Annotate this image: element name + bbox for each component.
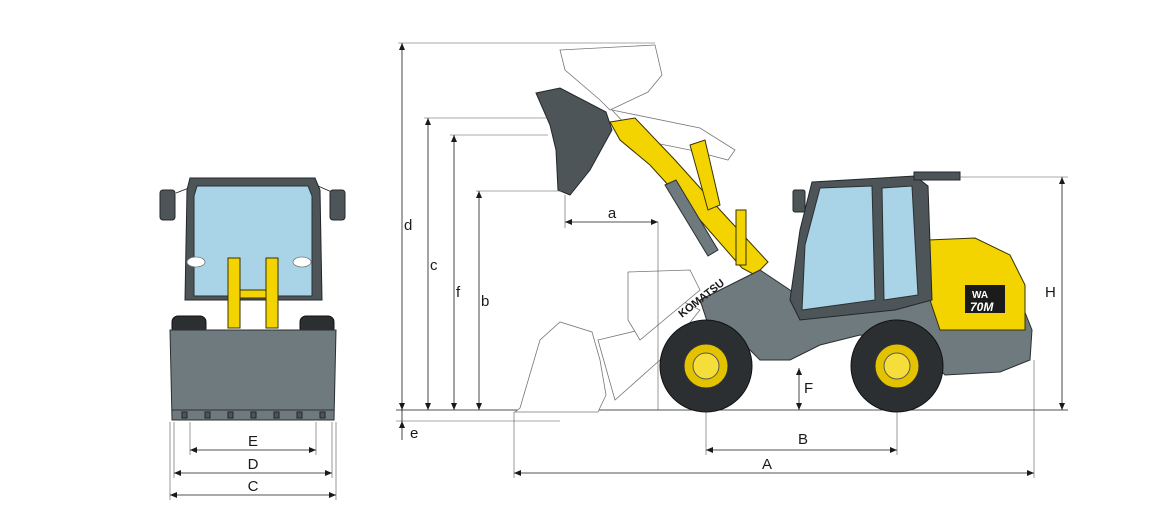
label-e: e	[410, 425, 418, 442]
lowered-bucket-ghost	[513, 269, 701, 413]
rear-wheel	[850, 319, 944, 413]
dimension-a: a	[564, 195, 659, 410]
label-c: c	[430, 257, 438, 274]
dimension-f: f	[451, 135, 461, 410]
label-A: A	[762, 456, 772, 473]
dimension-d: d	[399, 43, 412, 410]
dimension-b: b	[476, 191, 489, 410]
dimension-H: H	[1045, 177, 1065, 410]
raised-bucket	[535, 87, 613, 196]
front-bucket	[169, 329, 337, 421]
dimension-B: B	[705, 412, 898, 455]
dimension-A: A	[513, 360, 1035, 478]
label-F: F	[804, 380, 813, 397]
label-B: B	[798, 431, 808, 448]
front-wheel	[659, 319, 753, 413]
label-a: a	[608, 205, 617, 222]
dimension-E: E	[190, 433, 316, 453]
label-f: f	[456, 284, 461, 301]
bucket-teeth	[181, 411, 326, 419]
dimension-D: D	[174, 456, 332, 476]
cab-windshield	[193, 185, 313, 297]
front-view: E D C	[159, 177, 346, 500]
dimension-e: e	[396, 410, 560, 442]
model-badge-line1: WA	[972, 290, 988, 301]
model-badge-line2: 70M	[970, 300, 994, 314]
right-mirror	[317, 185, 346, 221]
cab-side-window	[801, 185, 876, 311]
label-b: b	[481, 293, 489, 310]
label-E: E	[248, 433, 258, 450]
dimension-F: F	[796, 368, 813, 410]
left-lift-arm	[227, 257, 241, 329]
label-C: C	[248, 478, 259, 495]
label-H: H	[1045, 284, 1056, 301]
side-view: WA 70M KOMATSU d	[396, 42, 1068, 478]
label-D: D	[248, 456, 259, 473]
dimension-c: c	[425, 118, 438, 410]
label-d: d	[404, 217, 412, 234]
right-lift-arm	[265, 257, 279, 329]
engine-hood	[927, 237, 1026, 331]
dimension-C: C	[170, 478, 336, 498]
